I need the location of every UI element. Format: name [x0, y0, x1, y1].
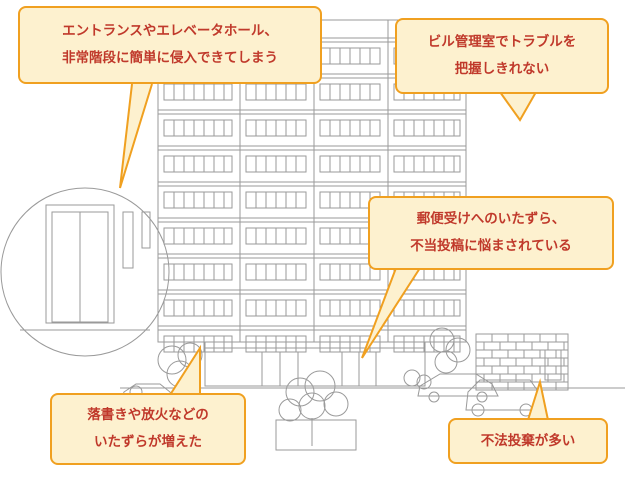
callout-management-room: ビル管理室でトラブルを 把握しきれない	[395, 18, 609, 94]
callout-illegal-dumping: 不法投棄が多い	[448, 418, 608, 464]
elevator-inset	[0, 187, 170, 357]
callout-line: 不当投稿に悩まされている	[410, 238, 572, 254]
callout-line: 郵便受けへのいたずら、	[416, 211, 566, 227]
window	[163, 263, 233, 281]
callout-mailbox-mischief: 郵便受けへのいたずら、 不当投稿に悩まされている	[368, 196, 614, 270]
car-right	[417, 373, 499, 403]
callout-line: いたずらが増えた	[94, 434, 202, 450]
window	[393, 119, 461, 137]
window	[163, 83, 233, 101]
brick-annex	[475, 333, 569, 391]
window	[163, 299, 233, 317]
window	[163, 191, 233, 209]
tree-right	[429, 327, 471, 374]
window	[393, 335, 461, 353]
callout-line: 落書きや放火などの	[87, 407, 209, 423]
callout-entrance-intrusion: エントランスやエレベータホール、 非常階段に簡単に侵入できてしまう	[18, 6, 322, 84]
window	[163, 119, 233, 137]
callout-line: 不法投棄が多い	[480, 432, 576, 449]
callout-line: 把握しきれない	[454, 61, 550, 77]
window	[163, 227, 233, 245]
callout-line: エントランスやエレベータホール、	[62, 23, 278, 39]
window	[393, 155, 461, 173]
callout-graffiti-arson: 落書きや放火などの いたずらが増えた	[50, 393, 246, 465]
window	[163, 155, 233, 173]
callout-line: 非常階段に簡単に侵入できてしまう	[62, 50, 278, 66]
callout-line: ビル管理室でトラブルを	[427, 34, 577, 50]
tree-center	[275, 370, 357, 451]
